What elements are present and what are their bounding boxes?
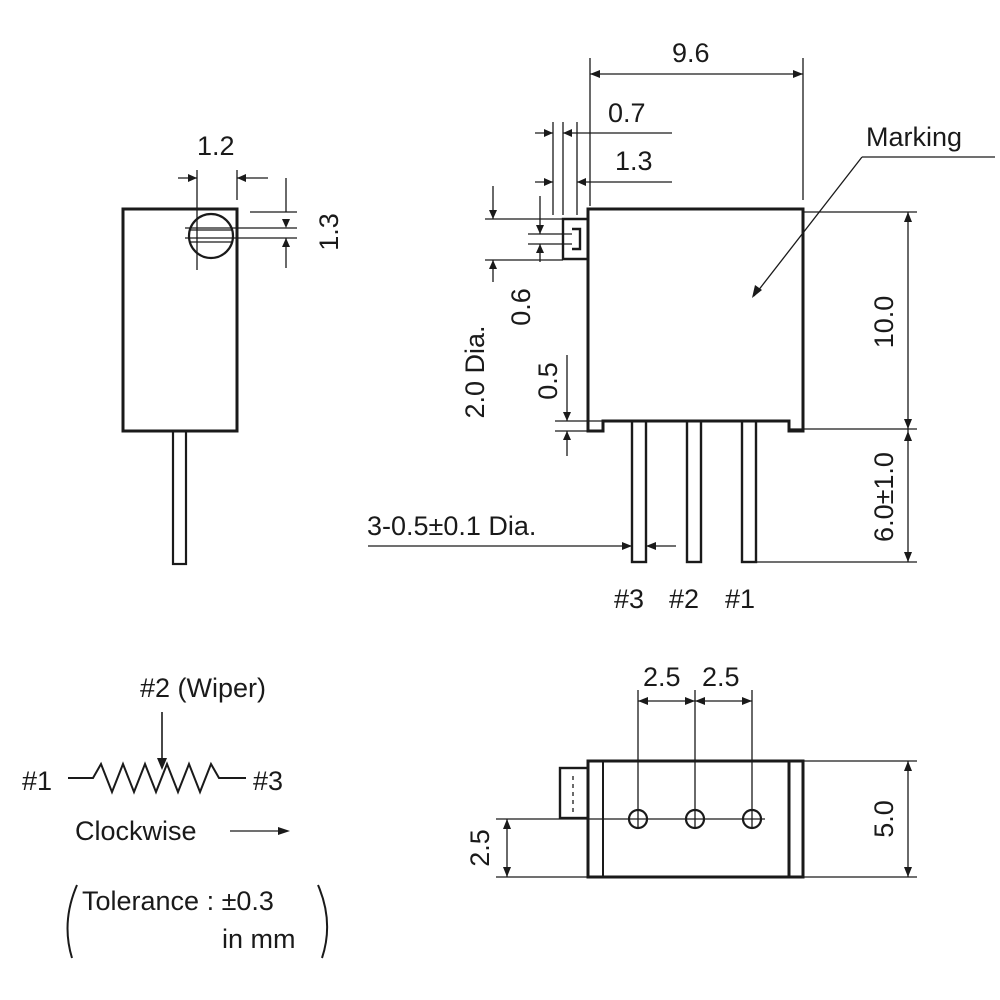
front-pin-1 [740,419,758,564]
terminal-label-3: #3 [253,766,283,796]
pin-label-3: #3 [614,584,644,614]
terminal-label-1: #1 [22,766,52,796]
pin-label-1: #1 [725,584,755,614]
front-pin-2 [685,419,703,564]
front-body [586,207,805,433]
pin-label-2: #2 [669,584,699,614]
dim-screw-width: 1.3 [615,146,653,176]
dim-screw-diameter: 2.0 Dia. [460,325,490,418]
dim-side-slot-width: 1.2 [197,131,235,161]
front-pin-3 [630,419,648,564]
resistor-symbol [68,761,246,795]
front-screw-head [561,217,588,261]
dim-pin-diameter: 3-0.5±0.1 Dia. [367,511,536,541]
clockwise-label: Clockwise [75,816,197,846]
side-pin [171,429,188,566]
dim-body-height: 10.0 [869,296,899,349]
dim-screw-slot: 0.6 [506,288,536,326]
front-view: 9.6 0.7 1.3 2.0 Dia. 0.6 [367,38,995,614]
dim-bottom-offset: 2.5 [465,829,495,867]
tolerance-line-2: in mm [222,924,296,954]
schematic: #2 (Wiper) #1 #3 Clockwise [22,673,290,846]
dim-overall-width: 9.6 [672,38,710,68]
dim-screw-offset: 0.7 [608,98,646,128]
marking-label: Marking [866,122,962,152]
dim-side-slot-height: 1.3 [314,213,344,251]
side-view: 1.2 1.3 [121,131,344,566]
dim-bottom-depth: 5.0 [869,800,899,838]
adjust-screw-top [187,212,235,260]
dim-body-standoff: 0.5 [533,362,563,400]
dim-pitch-left: 2.5 [643,662,681,692]
wiper-label: #2 (Wiper) [140,673,266,703]
tolerance-note: Tolerance : ±0.3 in mm [66,884,329,959]
bottom-view: 2.5 2.5 2.5 5.0 [465,662,917,879]
dim-pitch-right: 2.5 [702,662,740,692]
dim-pin-length: 6.0±1.0 [869,452,899,542]
tolerance-line-1: Tolerance : ±0.3 [82,886,274,916]
bottom-screw-head [558,766,590,820]
